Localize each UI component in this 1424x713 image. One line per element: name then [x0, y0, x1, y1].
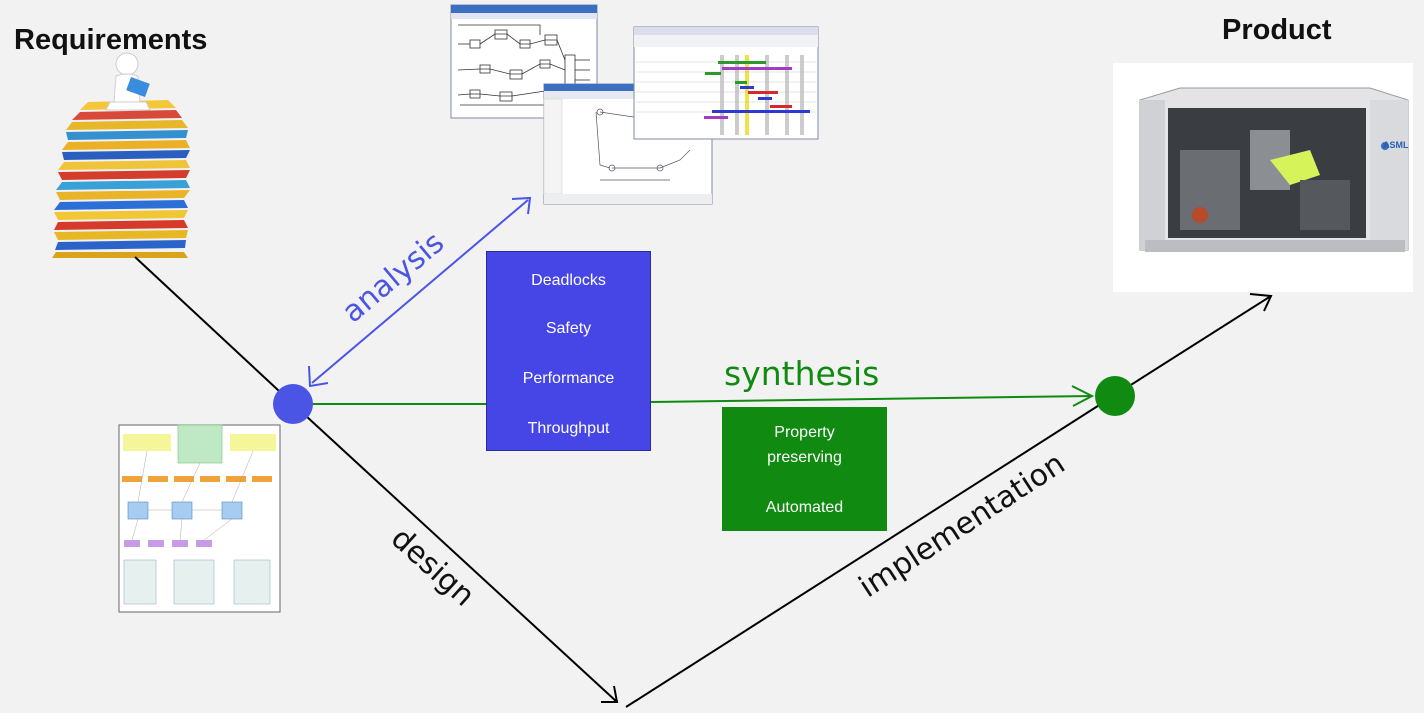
- asml-logo-text: ASML: [1383, 140, 1409, 150]
- box-item-automated: Automated: [765, 499, 844, 516]
- box-item-safety: Safety: [545, 320, 592, 337]
- box-item-property: Property: [774, 424, 835, 441]
- box-item-performance: Performance: [522, 370, 615, 387]
- box-item-deadlocks: Deadlocks: [531, 272, 606, 289]
- synthesis-label: synthesis: [724, 354, 880, 393]
- implementation-node: [1095, 376, 1135, 416]
- analysis-properties-box: Deadlocks Safety Performance Throughput: [486, 251, 651, 451]
- design-node: [273, 384, 313, 424]
- analysis-arrow: [308, 196, 532, 388]
- box-item-preserving: preserving: [767, 449, 842, 466]
- analysis-screenshots: [450, 4, 819, 205]
- requirements-title: Requirements: [14, 24, 208, 56]
- box-item-throughput: Throughput: [527, 420, 610, 437]
- synthesis-properties-box: Property preserving Automated: [722, 407, 887, 531]
- product-machine-image: [1113, 63, 1413, 292]
- v-shape-lines: [134, 256, 1273, 708]
- requirements-stack-icon: [52, 52, 190, 258]
- synthesis-arrow: [311, 385, 1095, 407]
- design-model-image: [118, 424, 281, 613]
- implementation-edge-line: [1114, 295, 1272, 396]
- design-edge-line: [292, 403, 618, 703]
- product-title: Product: [1222, 14, 1332, 46]
